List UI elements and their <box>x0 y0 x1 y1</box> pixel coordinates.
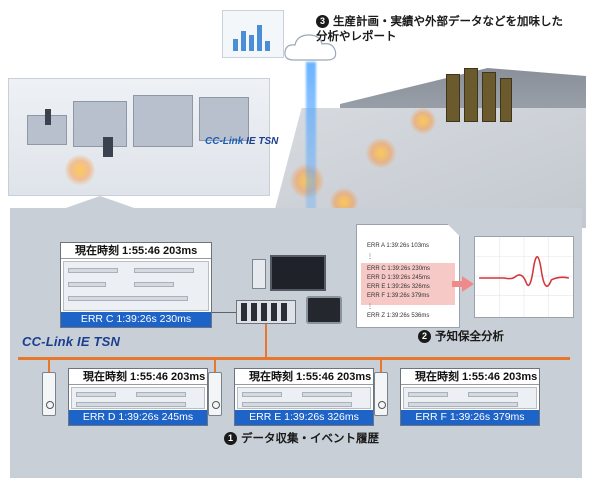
error-bar: ERR E 1:39:26s 326ms <box>235 410 373 425</box>
monitor-screen-d: 現在時刻 1:55:46 203ms ERR D 1:39:26s 245ms <box>68 368 208 426</box>
cloud-icon <box>284 34 337 61</box>
device-drop <box>214 358 216 374</box>
cc-link-tsn-logo: CC-Link IE TSN <box>22 334 121 349</box>
error-bar: ERR C 1:39:26s 230ms <box>61 312 211 327</box>
cloud-data-beam <box>306 62 316 252</box>
panel-pointer <box>60 196 140 210</box>
monitor-screen-c: 現在時刻 1:55:46 203ms ERR C 1:39:26s 230ms <box>60 242 212 328</box>
plc-unit <box>236 300 296 324</box>
factory-line-illustration <box>8 78 270 196</box>
error-bar: ERR D 1:39:26s 245ms <box>69 410 207 425</box>
field-device-f <box>374 372 388 416</box>
device-drop <box>48 358 50 374</box>
network-line <box>18 357 570 360</box>
pc-monitor <box>270 255 326 291</box>
pc-tower <box>252 259 266 289</box>
field-device-d <box>42 372 56 416</box>
monitor-screen-e: 現在時刻 1:55:46 203ms ERR E 1:39:26s 326ms <box>234 368 374 426</box>
device-drop <box>380 358 382 374</box>
screen-connector <box>212 312 238 313</box>
analysis-arrow <box>452 281 464 287</box>
tablet-device <box>306 296 342 324</box>
screen-time: 現在時刻 1:55:46 203ms <box>69 369 207 385</box>
screen-time: 現在時刻 1:55:46 203ms <box>401 369 539 385</box>
factory-warehouse-illustration <box>270 68 586 228</box>
report-dashboard-image <box>222 10 284 58</box>
screen-time: 現在時刻 1:55:46 203ms <box>235 369 373 385</box>
field-device-e <box>208 372 222 416</box>
screen-time: 現在時刻 1:55:46 203ms <box>61 243 211 259</box>
error-log-document: ERR A 1:39:26s 103ms ⋮ ERR C 1:39:26s 23… <box>356 224 460 328</box>
waveform-graph <box>474 236 574 318</box>
cc-link-tsn-logo-top: CC-Link IE TSN <box>205 136 279 147</box>
monitor-screen-f: 現在時刻 1:55:46 203ms ERR F 1:39:26s 379ms <box>400 368 540 426</box>
plc-network-drop <box>265 324 267 358</box>
error-bar: ERR F 1:39:26s 379ms <box>401 410 539 425</box>
analysis-arrow-head <box>462 276 474 292</box>
